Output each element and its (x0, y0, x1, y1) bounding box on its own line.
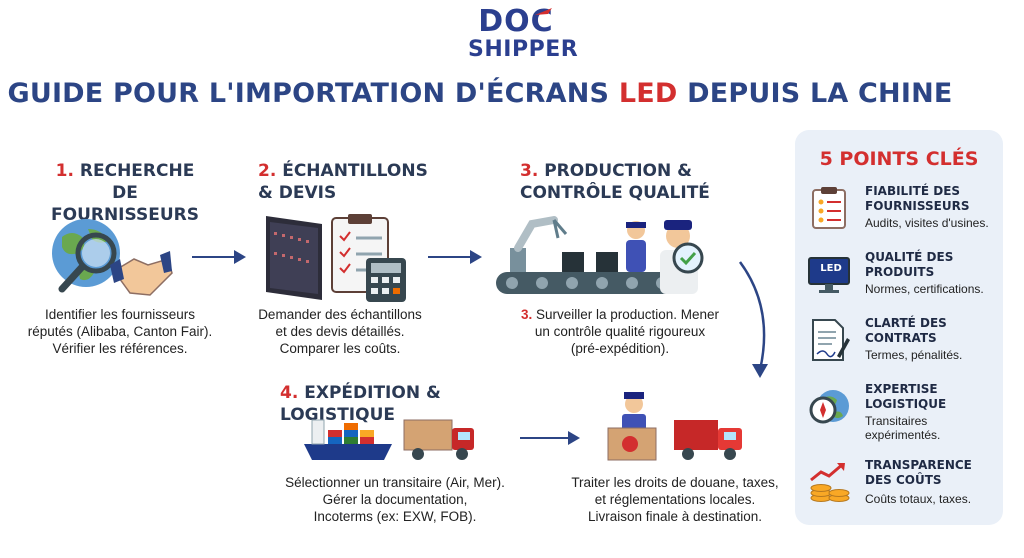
step-2-description: Demander des échantillons et des devis d… (240, 306, 440, 357)
step-4-left-line1: Sélectionner un transitaire (Air, Mer). (285, 475, 505, 490)
arrow-step1-to-step2 (192, 256, 238, 258)
globe-handshake-icon (52, 219, 173, 296)
step-3-title-line2: CONTRÔLE QUALITÉ (520, 183, 710, 203)
key-point-5-desc: Coûts totaux, taxes. (865, 492, 972, 506)
key-point-4-title-line1: EXPERTISE (865, 382, 938, 396)
arrow-head-icon (568, 431, 580, 445)
step-1-desc-line2: réputés (Alibaba, Canton Fair). (27, 324, 213, 339)
arrow-step2-to-step3 (428, 256, 474, 258)
step-4-left-line2: Gérer la documentation, (322, 492, 468, 507)
curved-arrow-step3-to-step4 (738, 261, 768, 378)
step-2-title-line2: & DEVIS (258, 183, 337, 203)
step-4-heading: 4. EXPÉDITION & LOGISTIQUE (280, 382, 560, 426)
step-4-right-description: Traiter les droits de douane, taxes, et … (560, 474, 790, 525)
step-3-number: 3. (520, 161, 539, 181)
led-monitor-icon (808, 257, 850, 293)
step-3-desc-number: 3. (520, 307, 533, 322)
title-highlight-led: LED (618, 78, 678, 109)
compass-globe-icon (809, 390, 849, 424)
title-part-2: DEPUIS LA CHINE (677, 78, 953, 109)
step-2-desc-line3: Comparer les coûts. (279, 341, 401, 356)
key-point-1-desc: Audits, visites d'usines. (865, 216, 989, 230)
key-point-2-title-line2: PRODUITS (865, 265, 935, 279)
arrow-logistics (520, 437, 572, 439)
airplane-icon (535, 8, 552, 15)
docshipper-logo: DOC SHIPPER (468, 4, 579, 76)
logo-top-text: DOC (478, 4, 554, 39)
key-point-4-title-line2: LOGISTIQUE (865, 397, 947, 411)
step-2-desc-line2: et des devis détaillés. (275, 324, 405, 339)
step-2-desc-line1: Demander des échantillons (258, 307, 422, 322)
key-point-2-title-line1: QUALITÉ DES (865, 250, 954, 264)
key-points-title: 5 POINTS CLÉS (795, 148, 1003, 170)
step-3-desc-line1: Surveiller la production. Mener (532, 307, 720, 322)
key-points-title-text: 5 POINTS CLÉS (819, 148, 979, 170)
step-3-title-line1: PRODUCTION & (544, 161, 692, 181)
key-point-3-title-line2: CONTRATS (865, 331, 937, 345)
step-4-left-line3: Incoterms (ex: EXW, FOB). (313, 509, 477, 524)
step-1-desc-line3: Vérifier les références. (52, 341, 188, 356)
step-4-title: EXPÉDITION & LOGISTIQUE (280, 383, 441, 425)
key-point-5-title-line2: DES COÛTS (865, 473, 942, 487)
arrow-head-icon (234, 250, 246, 264)
step-3-desc-line2: un contrôle qualité rigoureux (534, 324, 706, 339)
arrow-head-icon (470, 250, 482, 264)
step-1-number: 1. (55, 161, 74, 181)
step-4-right-line2: et réglementations locales. (594, 492, 756, 507)
clipboard-stars-icon (812, 187, 846, 229)
customs-delivery-icon (607, 392, 742, 461)
step-2-heading: 2. ÉCHANTILLONS & DEVIS (258, 160, 428, 204)
key-point-4-desc-line2: expérimentés. (865, 428, 941, 442)
key-point-4-desc-line1: Transitaires (865, 414, 928, 428)
step-4-right-line3: Livraison finale à destination. (587, 509, 763, 524)
step-1-title-line1: RECHERCHE DE (79, 161, 195, 203)
step-4-left-description: Sélectionner un transitaire (Air, Mer). … (270, 474, 520, 525)
page-title: GUIDE POUR L'IMPORTATION D'ÉCRANS LED DE… (0, 78, 960, 109)
cargo-ship-truck-icon (304, 419, 474, 460)
step-3-desc-line3: (pré-expédition). (570, 341, 670, 356)
coins-chart-icon (810, 462, 850, 502)
title-part-1: GUIDE POUR L'IMPORTATION D'ÉCRANS (7, 78, 619, 109)
step-1-description: Identifier les fournisseurs réputés (Ali… (20, 306, 220, 357)
key-point-3-title-line1: CLARTÉ DES (865, 316, 947, 330)
logo-bottom-text: SHIPPER (468, 37, 579, 62)
step-2-number: 2. (258, 161, 277, 181)
led-monitor-label: LED (820, 263, 842, 274)
production-line-icon (496, 216, 704, 294)
step-2-title-line1: ÉCHANTILLONS (282, 161, 428, 181)
key-point-2-desc: Normes, certifications. (865, 282, 984, 296)
led-panel-quote-icon (266, 214, 406, 302)
contract-pen-icon (812, 319, 850, 361)
key-point-3-desc: Termes, pénalités. (865, 348, 963, 362)
key-point-5-title-line1: TRANSPARENCE (865, 458, 972, 472)
key-point-1-title-line2: FOURNISSEURS (865, 199, 970, 213)
step-1-desc-line1: Identifier les fournisseurs (44, 307, 196, 322)
key-point-1-title-line1: FIABILITÉ DES (865, 184, 961, 198)
step-4-number: 4. (280, 383, 299, 403)
step-3-heading: 3. PRODUCTION & CONTRÔLE QUALITÉ (520, 160, 740, 204)
step-3-description: 3. Surveiller la production. Mener un co… (500, 306, 740, 357)
step-4-right-line1: Traiter les droits de douane, taxes, (571, 475, 779, 490)
